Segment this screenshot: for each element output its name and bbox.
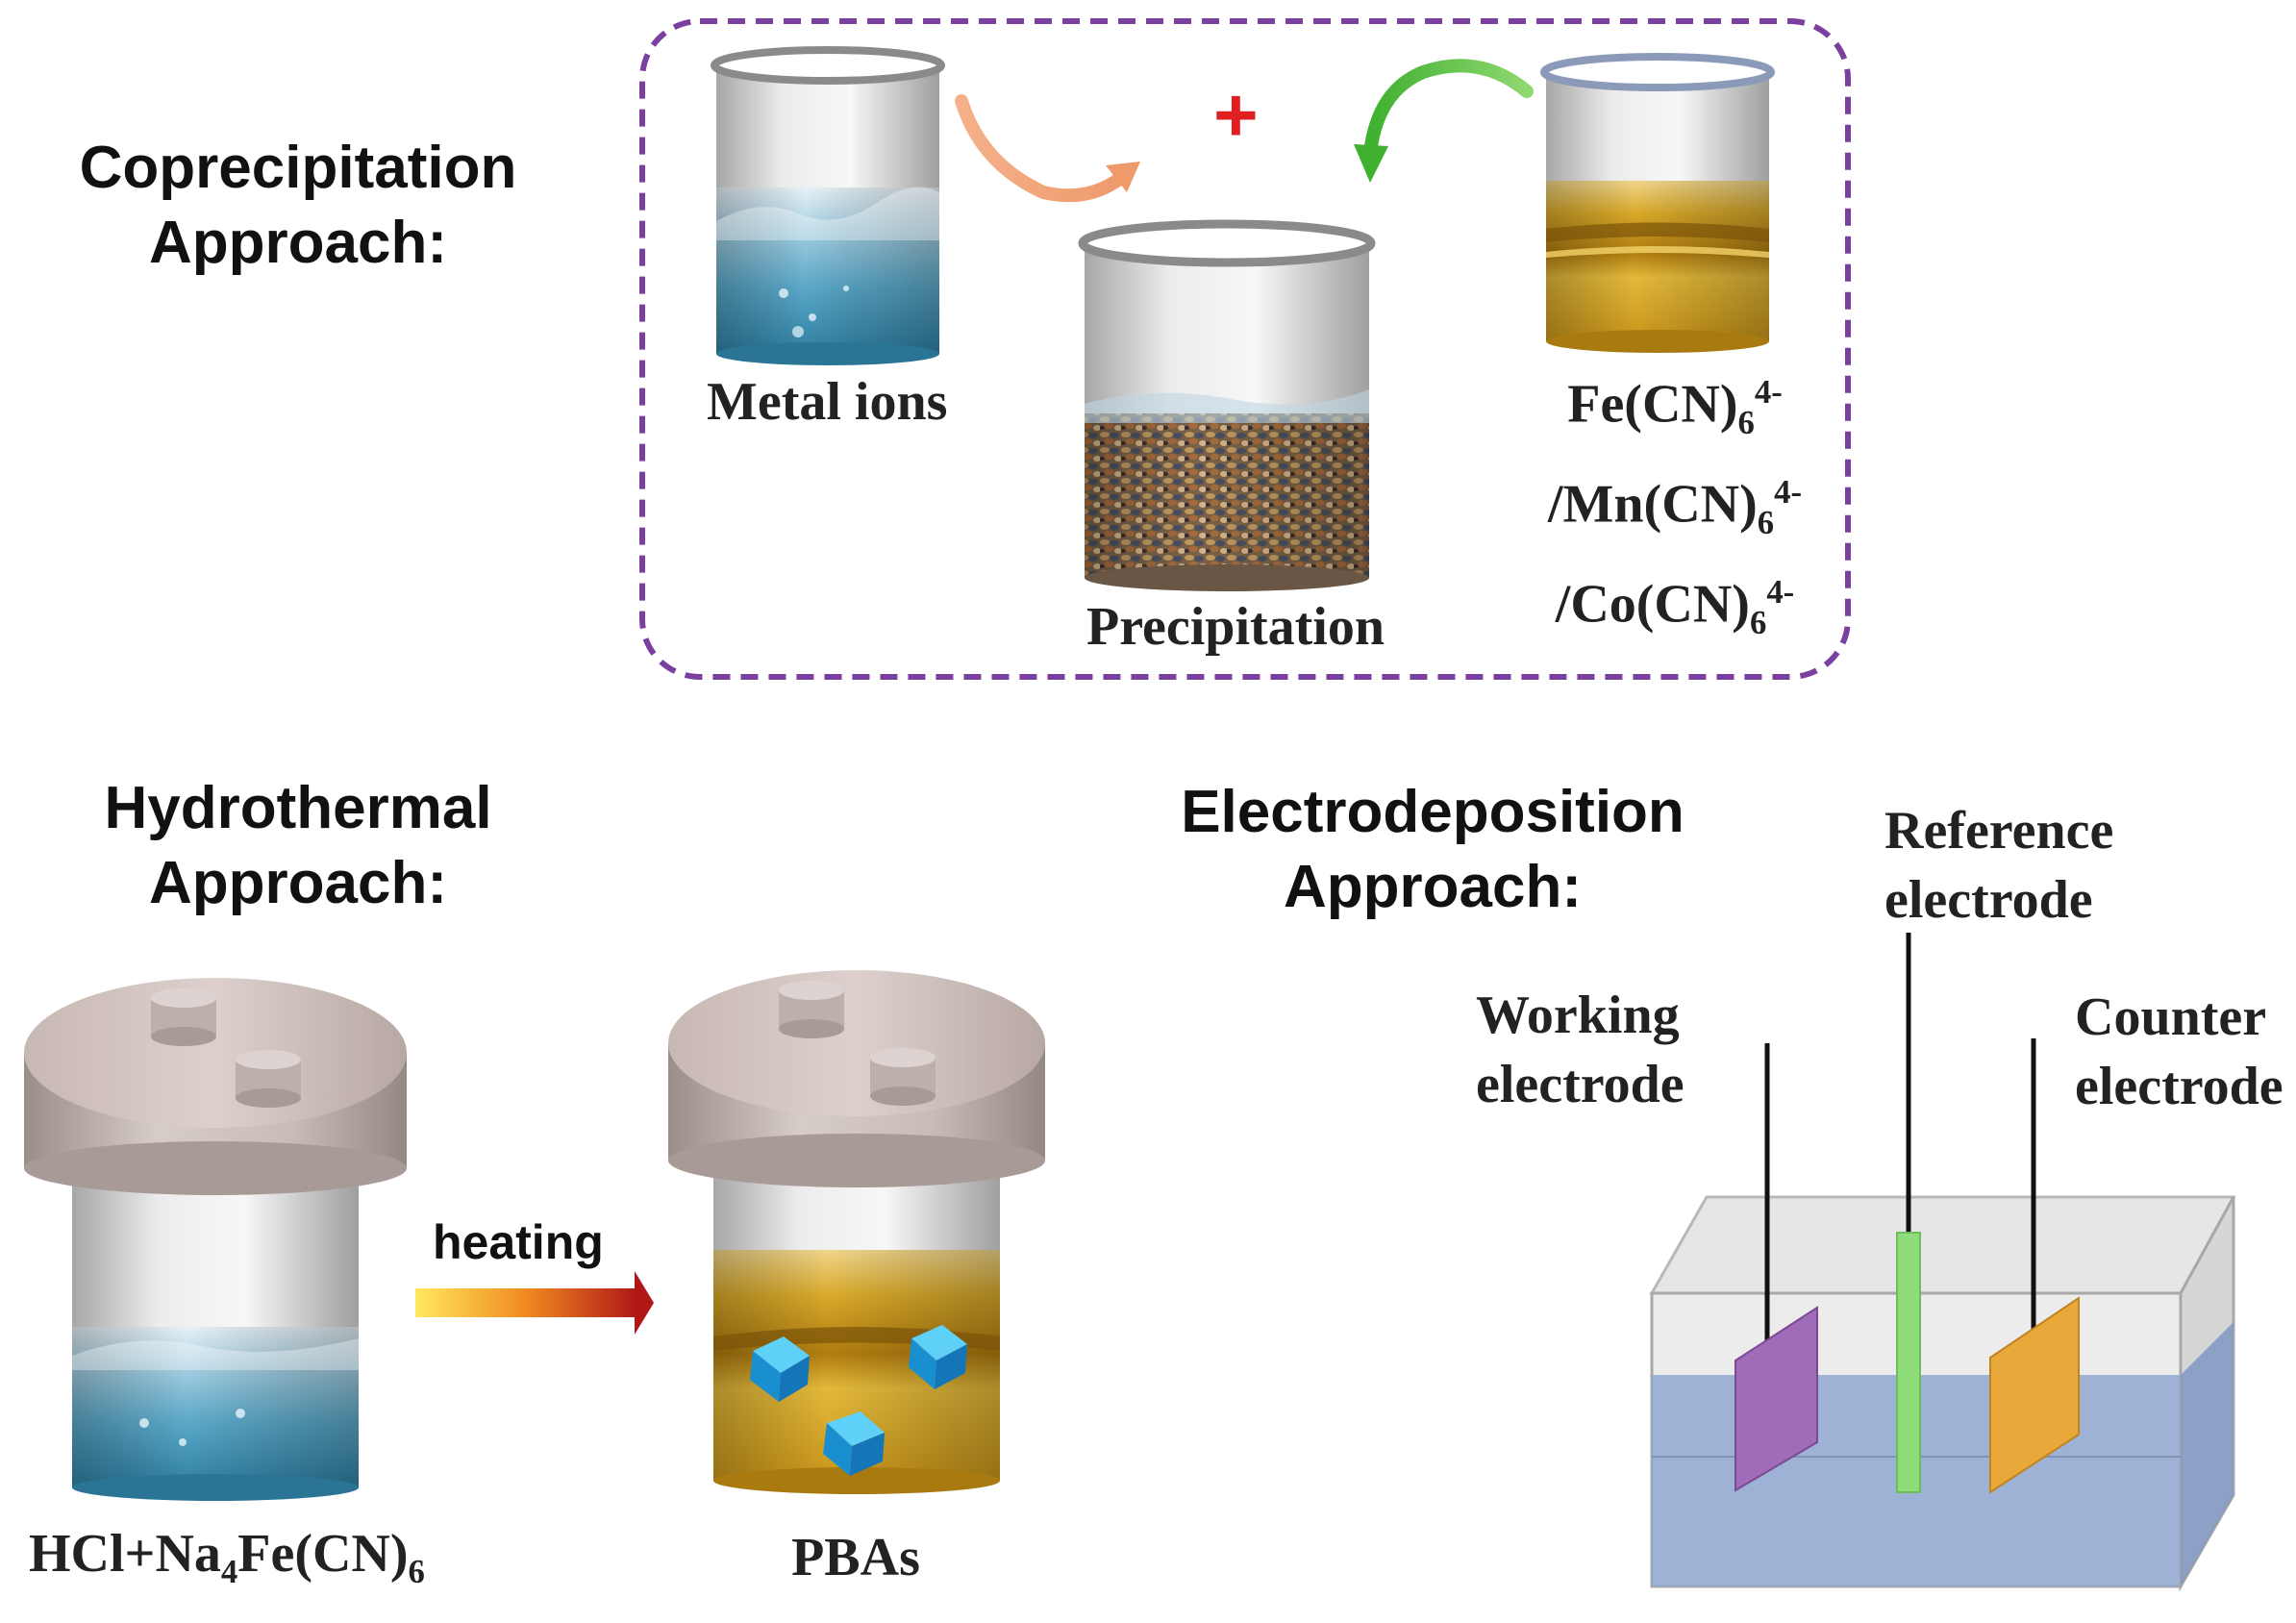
counter-electrode-label: Counter electrode [2075,987,2284,1116]
counter-electrode-plate [1989,1296,2080,1494]
pbas-label: PBAs [791,1528,920,1587]
plus-sign: + [1213,72,1259,158]
ligand-line-fe: Fe(CN)64- [1567,373,1783,441]
heating-label: heating [433,1215,604,1269]
ligand-line-co: /Co(CN)64- [1555,572,1795,641]
pba-cube [909,1325,967,1389]
metal-ions-beaker [711,46,945,365]
reference-electrode-rod [1896,1232,1921,1493]
working-electrode-label: Working electrode [1476,986,1685,1114]
electrodeposition-title: Electrodeposition Approach: [1181,779,1685,920]
reagent-label: HCl+Na4Fe(CN)6 [29,1524,425,1591]
hydrothermal-title: Hydrothermal Approach: [104,775,492,916]
precipitation-beaker [1078,219,1376,591]
heating-arrow [415,1288,636,1317]
pba-cube [750,1336,810,1402]
working-electrode-plate [1734,1306,1818,1492]
metal-ions-label: Metal ions [707,372,948,432]
reference-electrode-label: Reference electrode [1884,801,2114,930]
metal-to-precipitate-arrow [955,94,1134,203]
precipitation-label: Precipitation [1086,597,1385,657]
coprecipitation-title: Coprecipitation Approach: [79,135,517,276]
ligand-line-mn: /Mn(CN)64- [1547,472,1803,541]
hydrothermal-reactor-before [24,978,407,1501]
pba-cube [823,1411,885,1476]
ligand-to-precipitate-arrow [1363,59,1534,161]
ferrocyanide-beaker [1540,53,1775,353]
coprecipitation-frame [639,18,1851,680]
ligand-label: Fe(CN)64- /Mn(CN)64- /Co(CN)64- [1521,358,1829,658]
